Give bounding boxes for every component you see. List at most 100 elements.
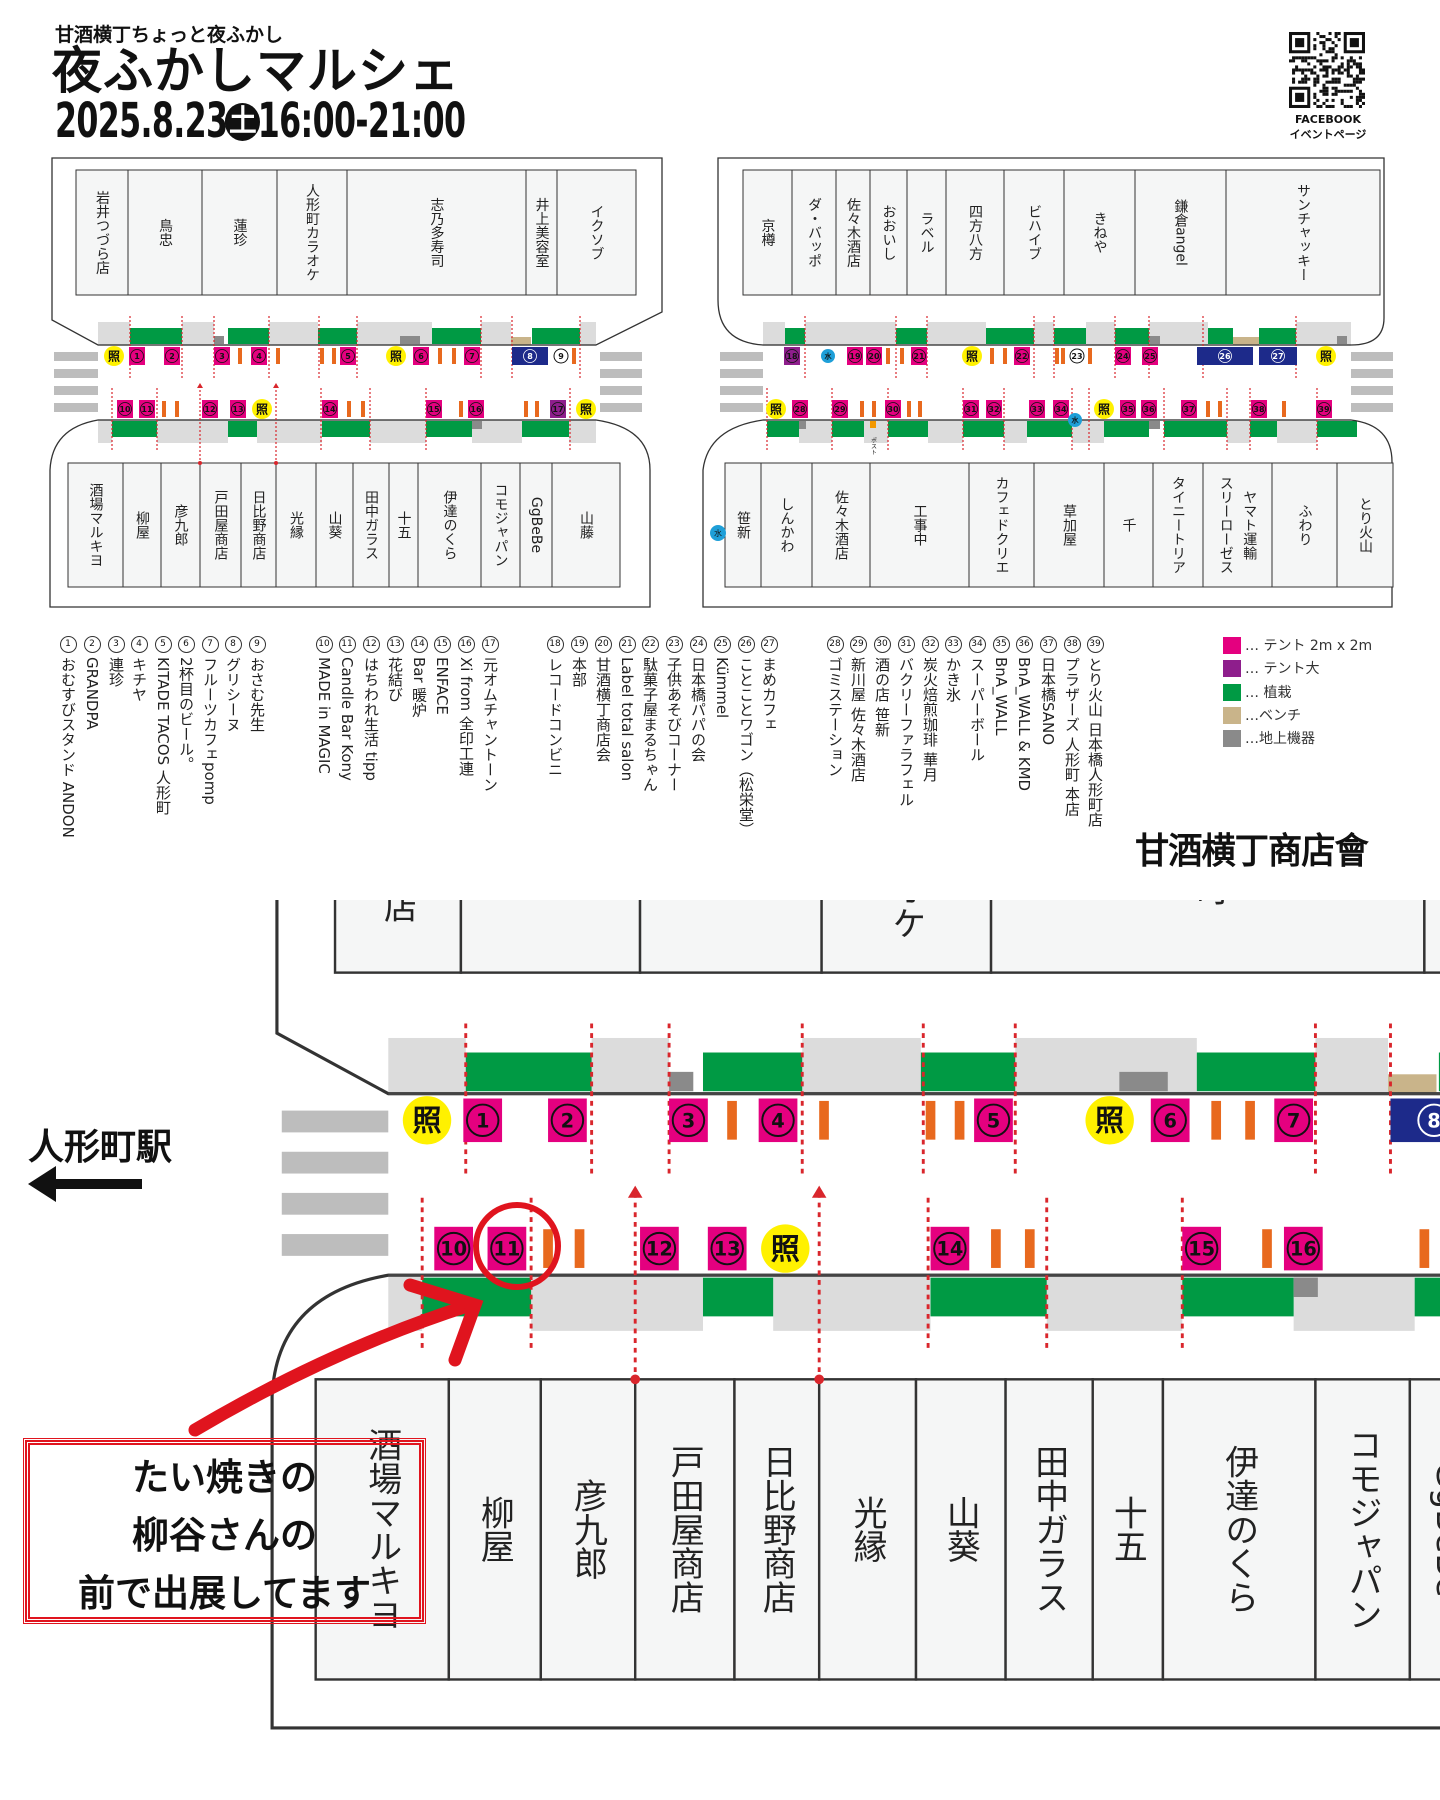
- orange-marker: [925, 1100, 936, 1140]
- stall-10: 10: [434, 1226, 474, 1271]
- qr-module: [1310, 71, 1314, 75]
- tent-21: [911, 347, 927, 365]
- orange-marker: [543, 1229, 553, 1268]
- tent-18: [784, 347, 800, 365]
- shop-cell: [1063, 169, 1136, 296]
- stall-28: 28: [792, 400, 808, 418]
- stall-35: 35: [1120, 400, 1136, 418]
- qr-module: [1355, 77, 1359, 81]
- planter: [532, 328, 580, 344]
- planter: [1054, 328, 1086, 344]
- stall-36: 36: [1141, 400, 1157, 418]
- planter: [130, 328, 182, 344]
- vendor-name: スーパーボール: [968, 657, 986, 762]
- number-circle: [1116, 349, 1130, 363]
- number-circle: [252, 349, 266, 363]
- tent-4: [251, 347, 267, 365]
- light-icon: [1094, 399, 1114, 419]
- qr-finder-core: [1295, 92, 1305, 102]
- qr-module: [1334, 53, 1338, 57]
- orange-marker: [1003, 348, 1007, 364]
- stall-20: 20: [866, 347, 882, 365]
- qr-module: [1361, 95, 1365, 99]
- shop-cell: [633, 1378, 736, 1681]
- orange-marker: [918, 401, 922, 417]
- qr-module: [1292, 59, 1296, 63]
- stall-number: 6: [1163, 1109, 1176, 1132]
- ground-equipment: [1293, 1277, 1318, 1298]
- stall-照: 照: [1316, 346, 1336, 366]
- qr-module: [1358, 95, 1362, 99]
- qr-module: [1325, 98, 1329, 102]
- shop-name: カフェドクリエ: [994, 476, 1010, 574]
- orange-marker: [1262, 1229, 1272, 1268]
- vendor-name: BnA_WALL: [992, 657, 1010, 736]
- shop-name: ラベル: [919, 212, 935, 254]
- qr-module: [1301, 56, 1305, 60]
- qr-finder-core: [1349, 38, 1359, 48]
- qr-caption-line2: イベントページ: [1289, 128, 1367, 141]
- map-left: 岩井つづら店鳥忠蓮珍人形町カラオケ志乃多寿司井上美容室イクソブ酒場マルキヨ柳屋彦…: [49, 157, 663, 608]
- vendor-name: バクリーファラフェル: [897, 657, 915, 807]
- light-icon: [576, 399, 596, 419]
- qr-module: [1307, 56, 1311, 60]
- qr-finder: [1289, 32, 1311, 54]
- shop-name: 戸田屋商店: [665, 1445, 704, 1614]
- event-date: 2025.8.23: [55, 93, 228, 149]
- stall-number: 15: [428, 405, 440, 414]
- stall-4: 4: [758, 1098, 798, 1143]
- qr-module: [1349, 59, 1353, 63]
- number-circle: [465, 1103, 500, 1137]
- shop-name: 伊達のくら: [442, 490, 458, 560]
- qr-module: [1340, 101, 1344, 105]
- qr-code-icon[interactable]: [1288, 32, 1366, 108]
- sidewalk-block: [805, 322, 896, 345]
- vendor-name: Kümmel: [713, 657, 731, 719]
- stall-number: 31: [965, 405, 977, 414]
- planter: [1164, 421, 1227, 437]
- planter: [322, 421, 370, 437]
- tent-25: [1142, 347, 1158, 365]
- qr-module: [1316, 104, 1320, 108]
- qr-module: [1313, 80, 1317, 84]
- stall-number: 38: [1253, 405, 1265, 414]
- orange-marker: [727, 1100, 737, 1140]
- stall-number: 27: [1272, 352, 1283, 361]
- vendor-number: 2: [83, 636, 101, 653]
- number-circle: [465, 349, 479, 363]
- vendor-name: ゴミステーション: [826, 657, 844, 777]
- orange-marker: [991, 1229, 1001, 1268]
- qr-module: [1340, 71, 1344, 75]
- shop-cell: [914, 1378, 1007, 1681]
- qr-module: [1322, 101, 1326, 105]
- stall-照: 照: [1085, 1096, 1134, 1145]
- qr-module: [1358, 80, 1362, 84]
- orange-marker: [1245, 1100, 1255, 1140]
- shop-name: 蓮珍: [232, 219, 248, 247]
- legend-label: … 植栽: [1245, 685, 1292, 701]
- shop-name: 山葵: [327, 511, 343, 539]
- qr-module: [1331, 59, 1335, 63]
- vendor-name: MADE in MAGIC: [315, 657, 333, 774]
- vendor-number: 30: [873, 636, 891, 653]
- qr-module: [1292, 80, 1296, 84]
- qr-module: [1352, 83, 1356, 87]
- stall-照: 照: [766, 399, 786, 419]
- map-left: 岩井つづら店鳥忠蓮珍人形町カラオケ志乃多寿司井上美容室イクソブ酒場マルキヨ柳屋彦…: [270, 900, 1440, 1730]
- vendor-name: レコードコンビニ: [546, 657, 564, 777]
- stall-number: 16: [1290, 1238, 1317, 1261]
- qr-module: [1292, 68, 1296, 72]
- tent-28: [792, 400, 808, 418]
- tent-2: [164, 347, 180, 365]
- stall-number: 18: [786, 352, 798, 361]
- stall-number: 照: [1320, 348, 1332, 363]
- qr-module: [1304, 59, 1308, 63]
- qr-module: [1319, 104, 1323, 108]
- shop-cell: [539, 1378, 637, 1681]
- stall-30: 30: [885, 400, 901, 418]
- qr-module: [1313, 47, 1317, 51]
- qr-module: [1301, 68, 1305, 72]
